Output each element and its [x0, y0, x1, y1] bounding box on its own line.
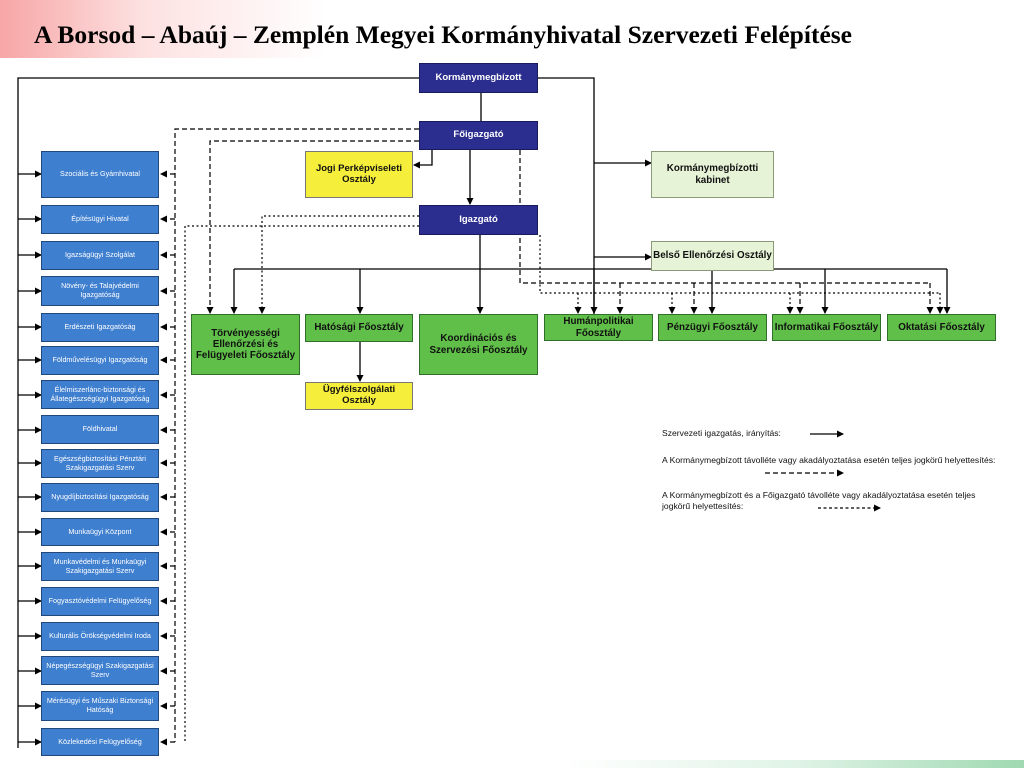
- side-office: Fogyasztóvédelmi Felügyelőség: [41, 587, 159, 616]
- node-koordinacios-foosztaly: Koordinációs és Szervezési Főosztály: [419, 314, 538, 375]
- node-kormanymegbizott: Kormánymegbízott: [419, 63, 538, 93]
- side-office: Szociális és Gyámhivatal: [41, 151, 159, 198]
- legend-dashed-label: A Kormánymegbízott távolléte vagy akadál…: [662, 455, 996, 465]
- side-office: Egészségbiztosítási Pénztári Szakigazgat…: [41, 449, 159, 478]
- node-igazgato: Igazgató: [419, 205, 538, 235]
- side-office: Nyugdíjbiztosítási Igazgatóság: [41, 483, 159, 512]
- legend-solid-label: Szervezeti igazgatás, irányítás:: [662, 428, 781, 438]
- page-title: A Borsod – Abaúj – Zemplén Megyei Kormán…: [34, 20, 853, 49]
- side-office: Közlekedési Felügyelőség: [41, 728, 159, 756]
- side-office: Munkavédelmi és Munkaügyi Szakigazgatási…: [41, 552, 159, 581]
- side-office: Mérésügyi és Műszaki Biztonsági Hatóság: [41, 691, 159, 721]
- bottom-decoration: [0, 760, 1024, 768]
- node-torvenyessegi-foosztaly: Törvényességi Ellenőrzési és Felügyeleti…: [191, 314, 300, 375]
- side-office: Építésügyi Hivatal: [41, 205, 159, 234]
- node-informatikai-foosztaly: Informatikai Főosztály: [772, 314, 881, 341]
- node-oktatasi-foosztaly: Oktatási Főosztály: [887, 314, 996, 341]
- node-kormanymegbizotti-kabinet: Kormánymegbízotti kabinet: [651, 151, 774, 198]
- legend-dotted-label: A Kormánymegbízott és a Főigazgató távol…: [662, 490, 976, 511]
- node-hatosagi-foosztaly: Hatósági Főosztály: [305, 314, 413, 342]
- side-office: Népegészségügyi Szakigazgatási Szerv: [41, 656, 159, 685]
- node-belso-ellenorzesi: Belső Ellenőrzési Osztály: [651, 241, 774, 271]
- node-humanpolitikai-foosztaly: Humánpolitikai Főosztály: [544, 314, 653, 341]
- side-office: Földhivatal: [41, 415, 159, 444]
- side-office: Kulturális Örökségvédelmi Iroda: [41, 622, 159, 651]
- side-office: Igazságügyi Szolgálat: [41, 241, 159, 270]
- node-penzugyi-foosztaly: Pénzügyi Főosztály: [658, 314, 767, 341]
- side-office: Növény- és Talajvédelmi Igazgatóság: [41, 276, 159, 306]
- node-ugyfelszolgalati-osztaly: Ügyfélszolgálati Osztály: [305, 382, 413, 410]
- side-office: Munkaügyi Központ: [41, 518, 159, 546]
- side-office: Földművelésügyi Igazgatóság: [41, 346, 159, 375]
- side-office: Erdészeti Igazgatóság: [41, 313, 159, 342]
- title-bar: [0, 0, 1024, 58]
- node-jogi-perkepviseleti: Jogi Perképviseleti Osztály: [305, 151, 413, 198]
- side-office: Élelmiszerlánc-biztonsági és Állategészs…: [41, 380, 159, 409]
- node-foigazgato: Főigazgató: [419, 121, 538, 150]
